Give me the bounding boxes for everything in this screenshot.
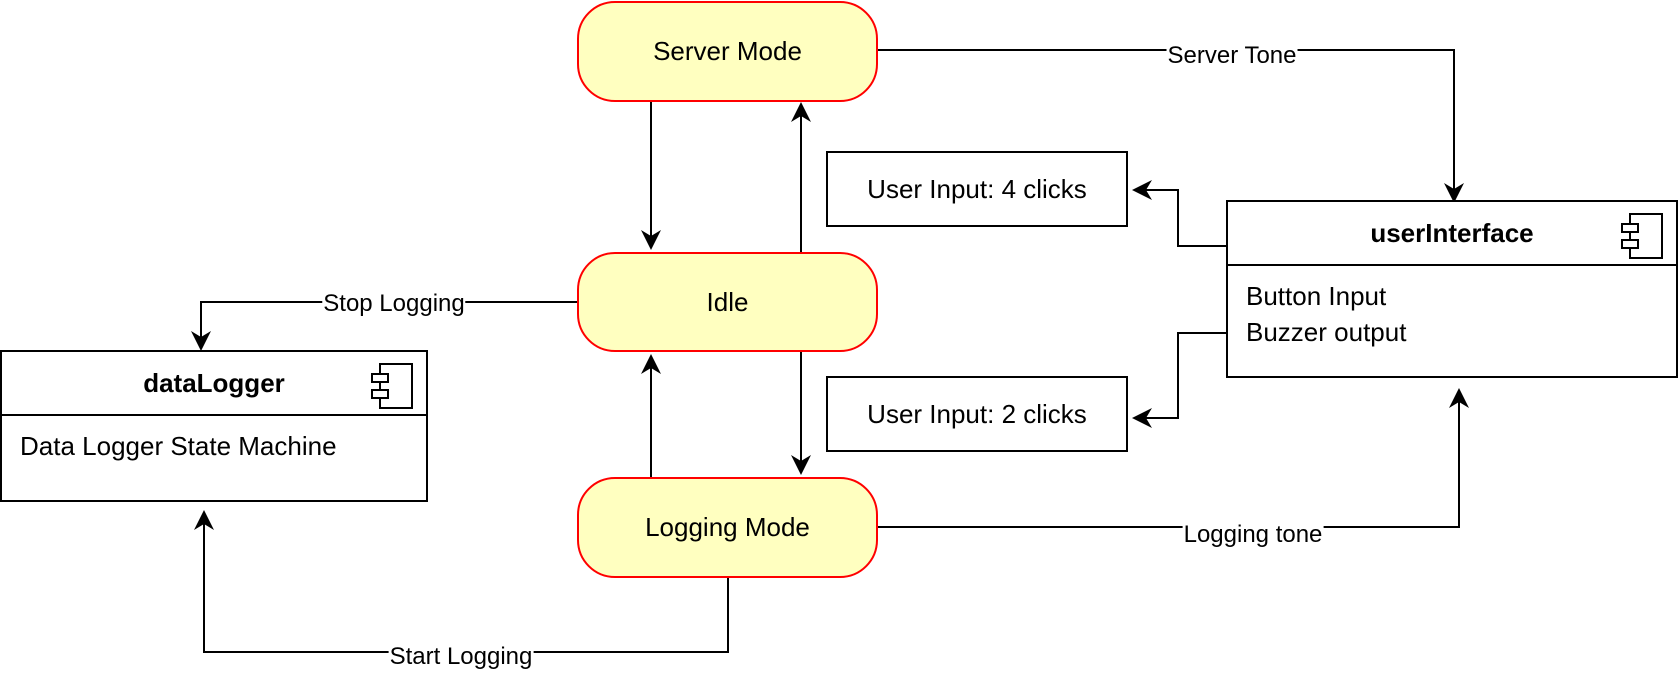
component-data-logger-line1: Data Logger State Machine [20,431,337,461]
component-user-interface-line2: Buzzer output [1246,317,1407,347]
component-data-logger-title: dataLogger [143,367,285,398]
state-logging-mode-label: Logging Mode [645,512,810,542]
input-two-clicks-label: User Input: 2 clicks [867,398,1087,429]
component-icon [1621,213,1663,259]
edge-to-four-clicks [1132,180,1228,247]
component-data-logger[interactable]: dataLogger Data Logger State Machine [0,350,428,502]
input-two-clicks[interactable]: User Input: 2 clicks [826,376,1128,452]
component-icon [371,363,413,409]
edge-label-stop-logging: Stop Logging [322,290,466,317]
component-user-interface-title: userInterface [1370,217,1534,248]
edge-label-server-tone: Server Tone [1166,42,1298,69]
component-user-interface[interactable]: userInterface Button Input Buzzer output [1226,200,1678,378]
input-four-clicks-label: User Input: 4 clicks [867,173,1087,204]
state-logging-mode[interactable]: Logging Mode [577,477,878,578]
component-user-interface-header: userInterface [1228,202,1676,266]
component-data-logger-header: dataLogger [2,352,426,416]
edge-logging-tone [878,388,1469,528]
state-idle-label: Idle [706,286,749,317]
component-data-logger-body: Data Logger State Machine [2,416,426,476]
state-server-mode[interactable]: Server Mode [577,1,878,102]
component-user-interface-body: Button Input Buzzer output [1228,266,1676,362]
edge-label-logging-tone: Logging tone [1182,521,1324,548]
state-server-mode-label: Server Mode [653,36,802,66]
edge-label-start-logging: Start Logging [388,643,534,670]
edge-to-two-clicks [1132,332,1228,428]
edge-server-tone [878,49,1464,203]
component-user-interface-line1: Button Input [1246,281,1387,311]
input-four-clicks[interactable]: User Input: 4 clicks [826,151,1128,227]
state-idle[interactable]: Idle [577,252,878,352]
